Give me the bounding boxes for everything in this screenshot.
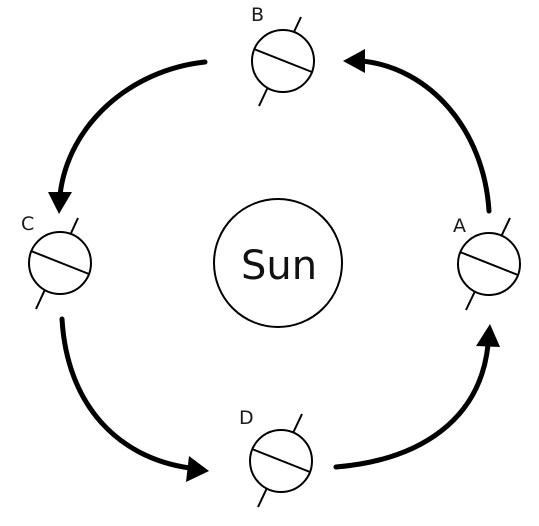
position-label-b: B [251,4,264,26]
orbit-arrows [48,49,500,482]
earth-equator-c [30,250,90,275]
arrow-b-to-c [57,59,208,198]
earth-position-a: A [453,215,521,311]
arrowhead-b-to-c [48,192,72,214]
position-label-a: A [453,215,466,237]
earth-position-b: B [251,4,315,107]
earth-equator-d [251,448,311,473]
earth-equator-b [253,48,313,73]
earth-position-d: D [239,407,313,508]
arrow-c-to-d [59,316,193,471]
sun: Sun [213,198,343,328]
arrow-d-to-a [333,342,491,470]
sun-label: Sun [241,243,317,289]
position-label-d: D [239,407,254,429]
arrowhead-c-to-d [186,456,209,482]
arrowhead-d-to-a [476,324,500,347]
position-label-c: C [21,213,34,235]
arrow-a-to-b [359,58,492,214]
arrowhead-a-to-b [343,49,365,73]
earth-position-c: C [21,213,92,310]
sun-circle [213,198,343,328]
earth-equator-a [459,251,519,276]
